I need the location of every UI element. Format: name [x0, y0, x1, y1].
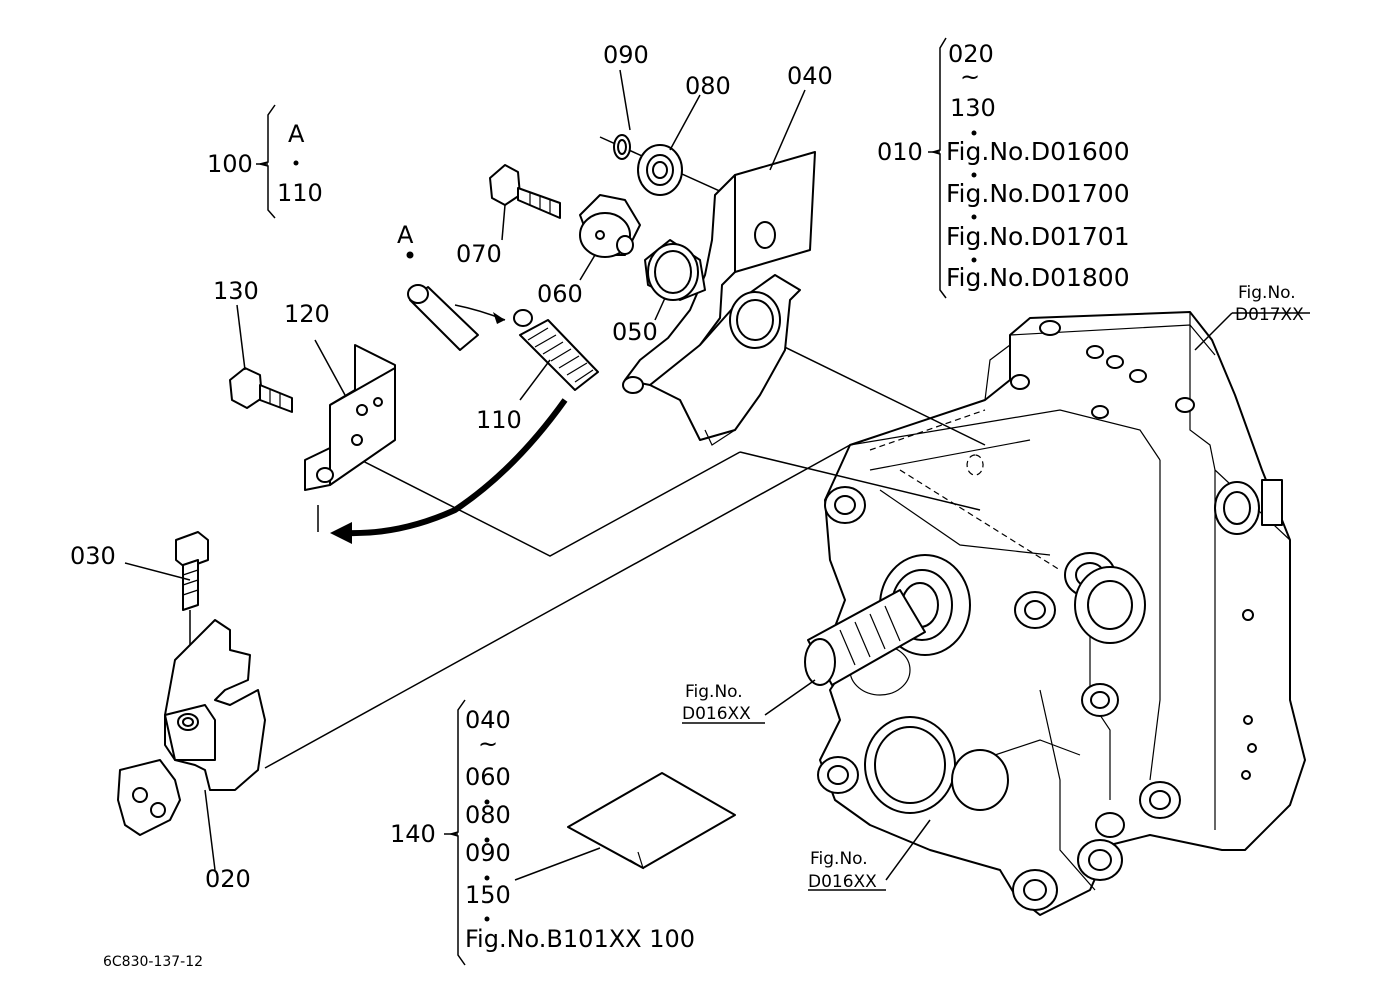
label-a-marker: A	[397, 221, 414, 249]
group-140-line4: 090	[465, 839, 511, 867]
part-labels: 090 080 040 070 060 050 110 120 130 030 …	[70, 40, 1304, 970]
group-010-tilde: ~	[960, 63, 980, 91]
group-100-bottom: 110	[277, 179, 323, 207]
part-060-collar	[579, 194, 641, 258]
ref-d017-line2: D017XX	[1235, 305, 1304, 325]
part-090-snap-ring	[613, 134, 631, 160]
group-140-line2: 060	[465, 763, 511, 791]
part-040-plate	[622, 151, 816, 446]
drawing-code: 6C830-137-12	[103, 954, 203, 970]
part-120-bracket	[304, 344, 396, 491]
group-140-line1: 040	[465, 706, 511, 734]
label-130: 130	[213, 277, 259, 305]
ref-d016b-line1: Fig.No.	[810, 849, 868, 869]
label-050: 050	[612, 318, 658, 346]
label-070: 070	[456, 240, 502, 268]
group-010-fig1: Fig.No.D01600	[946, 137, 1130, 166]
label-080: 080	[685, 72, 731, 100]
ref-d016a-line2: D016XX	[682, 704, 751, 724]
group-140-tilde: ~	[478, 730, 498, 758]
part-110-spring	[513, 309, 599, 391]
label-060: 060	[537, 280, 583, 308]
part-070-bolt	[489, 164, 561, 219]
label-140: 140	[390, 820, 436, 848]
part-030-bolt	[175, 531, 209, 611]
part-130-bolt	[229, 367, 293, 413]
group-010-fig2: Fig.No.D01700	[946, 179, 1130, 208]
part-140-decal	[567, 772, 736, 870]
label-020: 020	[205, 865, 251, 893]
group-140-line5: 150	[465, 881, 511, 909]
ref-d016a-line1: Fig.No.	[685, 682, 743, 702]
ref-d017-line1: Fig.No.	[1238, 283, 1296, 303]
label-010: 010	[877, 138, 923, 166]
part-pin-a	[406, 251, 479, 351]
group-140-line3: 080	[465, 801, 511, 829]
label-120: 120	[284, 300, 330, 328]
group-010-fig3: Fig.No.D01701	[946, 222, 1130, 251]
part-080-bearing	[637, 144, 683, 196]
label-100: 100	[207, 150, 253, 178]
label-040: 040	[787, 62, 833, 90]
part-020-arm	[117, 619, 266, 836]
label-090: 090	[603, 41, 649, 69]
label-110: 110	[476, 406, 522, 434]
transmission-housing	[804, 311, 1306, 916]
part-050-bushing	[644, 239, 706, 301]
group-010-line2: 130	[950, 94, 996, 122]
label-030: 030	[70, 542, 116, 570]
group-140-line6: Fig.No.B101XX 100	[465, 925, 695, 953]
ref-d016b-line2: D016XX	[808, 872, 877, 892]
group-010-fig4: Fig.No.D01800	[946, 263, 1130, 292]
group-100-top: A	[288, 120, 305, 148]
group-010-line1: 020	[948, 40, 994, 68]
